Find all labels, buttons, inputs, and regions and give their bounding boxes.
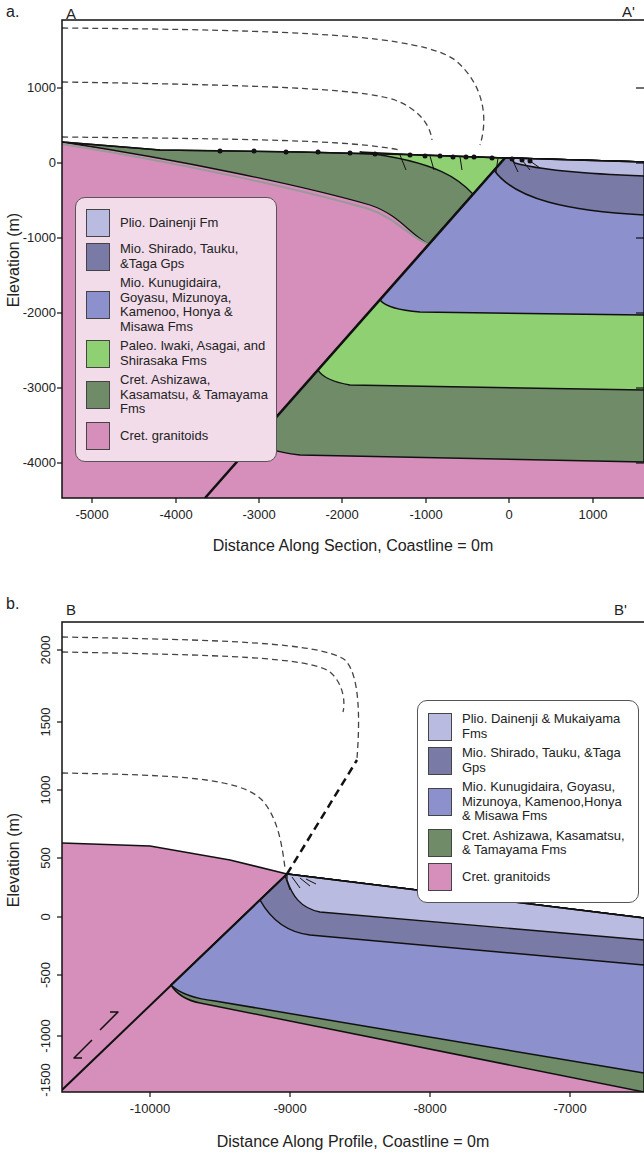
tick-label: 0 bbox=[505, 508, 512, 522]
tick-label: -10000 bbox=[130, 1102, 170, 1116]
legend-text: Mio. Shirado, Tauku, &Taga Gps bbox=[120, 242, 268, 271]
legend-swatch bbox=[86, 243, 110, 271]
legend-swatch bbox=[86, 422, 110, 450]
legend-swatch bbox=[428, 788, 452, 816]
legend-text: Mio. Shirado, Tauku, &Taga Gps bbox=[462, 746, 630, 775]
panel-label: Distance Along Section, Coastline = 0m bbox=[213, 537, 494, 555]
legend-row: Mio. Shirado, Tauku, &Taga Gps bbox=[86, 242, 268, 271]
axis-title: 500 bbox=[39, 847, 53, 869]
tick-label: 0 bbox=[49, 156, 56, 170]
tick-label: -7000 bbox=[553, 1102, 586, 1116]
legend-row: Plio. Dainenji Fm bbox=[86, 209, 268, 237]
legend-row: Cret. Ashizawa, Kasamatsu, & Tamayama Fm… bbox=[428, 829, 630, 858]
panel-label: Distance Along Profile, Coastline = 0m bbox=[217, 1133, 490, 1151]
tick-label: -5000 bbox=[75, 508, 108, 522]
legend-text: Cret. granitoids bbox=[120, 429, 268, 444]
legend-text: Cret. granitoids bbox=[462, 870, 630, 885]
legend-row: Cret. granitoids bbox=[86, 422, 268, 450]
tick-label: 1000 bbox=[579, 508, 608, 522]
legend-text: Plio. Dainenji & Mukaiyama Fms bbox=[462, 712, 630, 741]
legend-row: Cret. granitoids bbox=[428, 863, 630, 891]
legend-swatch bbox=[428, 713, 452, 741]
tick-label: -8000 bbox=[413, 1102, 446, 1116]
legend-row: Mio. Kunugidaira, Goyasu, Mizunoya, Kame… bbox=[86, 276, 268, 334]
legend-swatch bbox=[428, 863, 452, 891]
panel-label: B' bbox=[614, 602, 627, 619]
tick-label: -1000 bbox=[23, 231, 56, 245]
legend-swatch bbox=[428, 829, 452, 857]
tick-label: -2000 bbox=[23, 306, 56, 320]
panel-label: a. bbox=[6, 3, 19, 21]
panel-label: A' bbox=[622, 4, 635, 21]
legend-row: Cret. Ashizawa, Kasamatsu, & Tamayama Fm… bbox=[86, 373, 268, 417]
tick-label: 1000 bbox=[27, 81, 56, 95]
legend-swatch bbox=[86, 209, 110, 237]
axis-title: 1000 bbox=[39, 776, 53, 805]
legend-text: Paleo. Iwaki, Asagai, and Shirasaka Fms bbox=[120, 339, 268, 368]
legend-swatch bbox=[86, 340, 110, 368]
axis-title: -1000 bbox=[39, 1019, 53, 1052]
axis-title: 1500 bbox=[39, 708, 53, 737]
tick-label: -4000 bbox=[23, 456, 56, 470]
panel-label: A bbox=[66, 6, 76, 23]
axis-title: Elevation (m) bbox=[5, 813, 23, 907]
legend-row: Paleo. Iwaki, Asagai, and Shirasaka Fms bbox=[86, 339, 268, 368]
tick-label: -9000 bbox=[273, 1102, 306, 1116]
legend-text: Cret. Ashizawa, Kasamatsu, & Tamayama Fm… bbox=[462, 829, 630, 858]
legend-text: Mio. Kunugidaira, Goyasu, Mizunoya, Kame… bbox=[462, 780, 630, 824]
legend-swatch bbox=[428, 747, 452, 775]
axis-title: -1500 bbox=[39, 1063, 53, 1096]
legend-text: Cret. Ashizawa, Kasamatsu, & Tamayama Fm… bbox=[120, 373, 268, 417]
legend-text: Plio. Dainenji Fm bbox=[120, 216, 268, 231]
legend-box: Plio. Dainenji & Mukaiyama FmsMio. Shira… bbox=[417, 700, 639, 903]
panel-label: b. bbox=[6, 595, 19, 613]
tick-label: -4000 bbox=[159, 508, 192, 522]
tick-label: -1000 bbox=[409, 508, 442, 522]
legend-text: Mio. Kunugidaira, Goyasu, Mizunoya, Kame… bbox=[120, 276, 268, 334]
legend-row: Mio. Kunugidaira, Goyasu, Mizunoya, Kame… bbox=[428, 780, 630, 824]
tick-label: -3000 bbox=[23, 381, 56, 395]
legend-swatch bbox=[86, 291, 110, 319]
panel-label: B bbox=[66, 602, 76, 619]
axis-title: 0 bbox=[39, 913, 53, 920]
legend-row: Plio. Dainenji & Mukaiyama Fms bbox=[428, 712, 630, 741]
legend-box: Plio. Dainenji Fm Mio. Shirado, Tauku, &T… bbox=[75, 197, 277, 462]
tick-label: -3000 bbox=[242, 508, 275, 522]
legend-row: Mio. Shirado, Tauku, &Taga Gps bbox=[428, 746, 630, 775]
legend-swatch bbox=[86, 381, 110, 409]
axis-title: Elevation (m) bbox=[5, 213, 23, 307]
axis-title: -500 bbox=[39, 962, 53, 988]
tick-label: -2000 bbox=[325, 508, 358, 522]
axis-title: 2000 bbox=[39, 636, 53, 665]
